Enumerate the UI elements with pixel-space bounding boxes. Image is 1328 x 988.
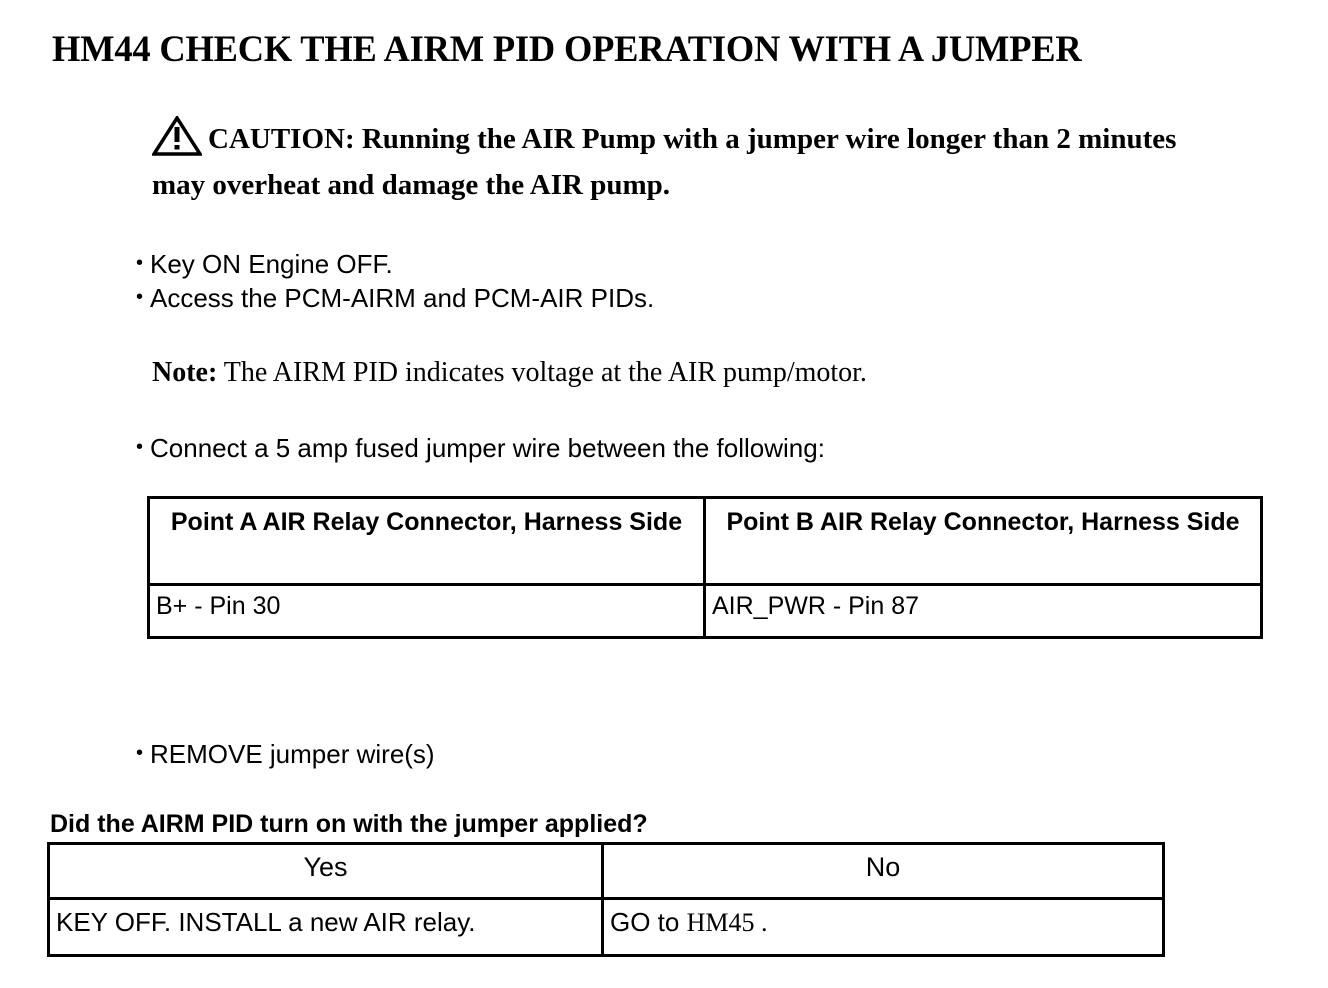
bullet-icon: • bbox=[136, 742, 144, 764]
bullet-icon: • bbox=[136, 286, 144, 308]
note-text: The AIRM PID indicates voltage at the AI… bbox=[217, 357, 867, 388]
cell-answer-yes: KEY OFF. INSTALL a new AIR relay. bbox=[47, 897, 604, 957]
cell-point-b-value: AIR_PWR - Pin 87 bbox=[703, 583, 1263, 639]
caution-block: CAUTION: Running the AIR Pump with a jum… bbox=[150, 114, 1227, 204]
table-header-row: Point A AIR Relay Connector, Harness Sid… bbox=[147, 496, 1263, 586]
step-label: REMOVE jumper wire(s) bbox=[150, 739, 435, 769]
step-connect-jumper: • Connect a 5 amp fused jumper wire betw… bbox=[136, 432, 825, 464]
step-label: Key ON Engine OFF. bbox=[150, 249, 393, 279]
column-header-point-b: Point B AIR Relay Connector, Harness Sid… bbox=[703, 496, 1263, 586]
answer-no-prefix: GO to bbox=[610, 907, 687, 937]
step-key-on-engine-off: • Key ON Engine OFF. bbox=[136, 248, 393, 280]
caution-text: CAUTION: Running the AIR Pump with a jum… bbox=[152, 123, 1177, 201]
page-title: HM44 CHECK THE AIRM PID OPERATION WITH A… bbox=[52, 29, 1082, 70]
column-header-point-a: Point A AIR Relay Connector, Harness Sid… bbox=[147, 496, 706, 586]
answer-no-target[interactable]: HM45 . bbox=[686, 908, 768, 937]
warning-triangle-icon bbox=[150, 114, 204, 166]
step-label: Access the PCM-AIRM and PCM-AIR PIDs. bbox=[150, 283, 655, 313]
note-line: Note: The AIRM PID indicates voltage at … bbox=[152, 357, 867, 389]
table-header-row: Yes No bbox=[47, 842, 1165, 900]
note-label: Note: bbox=[152, 357, 218, 388]
step-label: Connect a 5 amp fused jumper wire betwee… bbox=[150, 433, 825, 463]
column-header-no: No bbox=[601, 842, 1165, 900]
answer-table: Yes No KEY OFF. INSTALL a new AIR relay.… bbox=[47, 842, 1165, 957]
step-access-pids: • Access the PCM-AIRM and PCM-AIR PIDs. bbox=[136, 282, 654, 314]
table-row: B+ - Pin 30 AIR_PWR - Pin 87 bbox=[147, 583, 1263, 639]
table-row: KEY OFF. INSTALL a new AIR relay. GO to … bbox=[47, 897, 1165, 957]
cell-answer-no: GO to HM45 . bbox=[601, 897, 1165, 957]
jumper-points-table: Point A AIR Relay Connector, Harness Sid… bbox=[147, 496, 1263, 639]
cell-point-a-value: B+ - Pin 30 bbox=[147, 583, 706, 639]
bullet-icon: • bbox=[136, 436, 144, 458]
diagnostic-question: Did the AIRM PID turn on with the jumper… bbox=[50, 810, 648, 838]
step-remove-jumper: • REMOVE jumper wire(s) bbox=[136, 738, 435, 770]
bullet-icon: • bbox=[136, 252, 144, 274]
column-header-yes: Yes bbox=[47, 842, 604, 900]
